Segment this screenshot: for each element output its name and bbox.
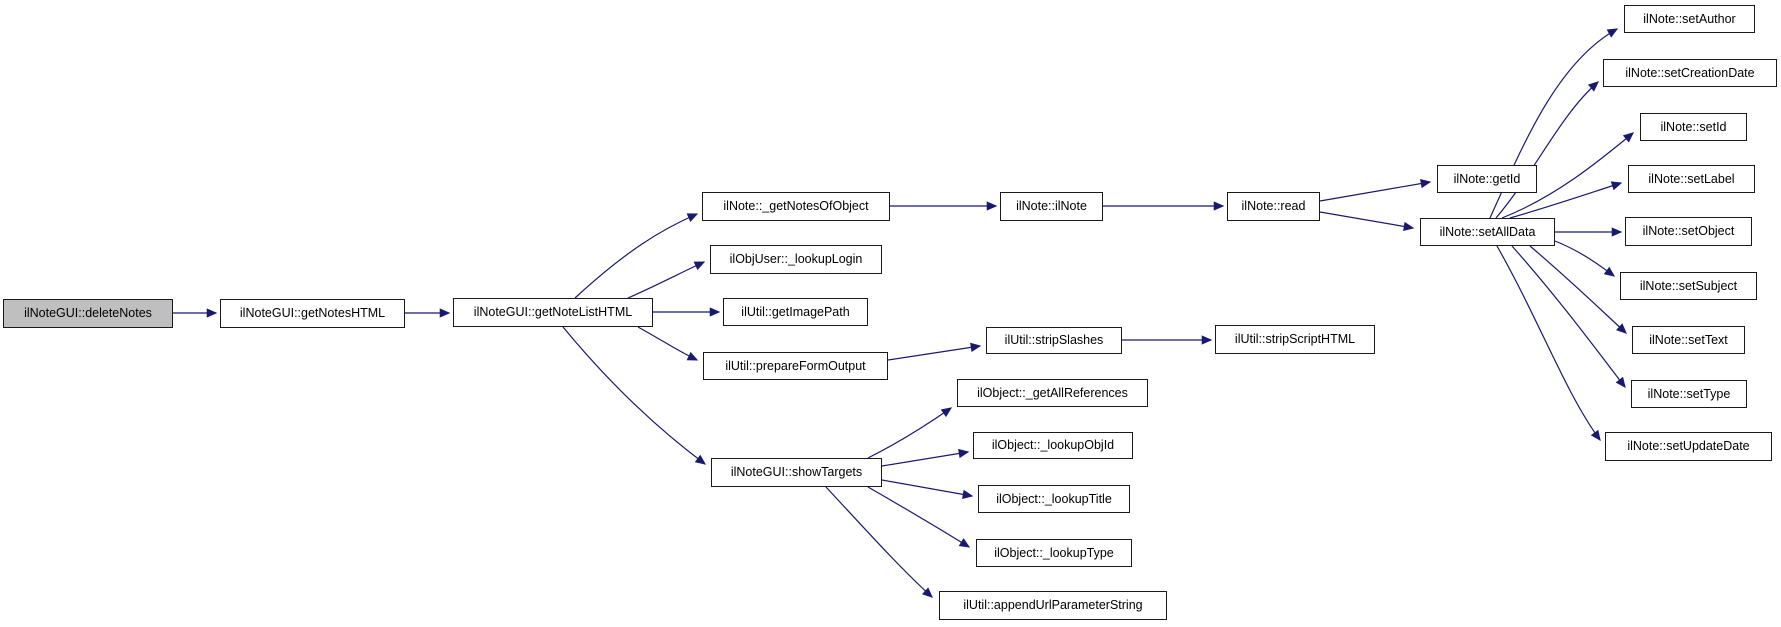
edge-setalldata-to-setid bbox=[1501, 132, 1634, 219]
node-ilnote-ilnote[interactable]: ilNote::ilNote bbox=[1000, 192, 1103, 221]
node-ilnotegui-getnotelisthtml[interactable]: ilNoteGUI::getNoteListHTML bbox=[453, 298, 653, 327]
node-ilutil-stripscripthtml[interactable]: ilUtil::stripScriptHTML bbox=[1215, 325, 1375, 354]
node-ilobject-lookuptype[interactable]: ilObject::_lookupType bbox=[976, 539, 1132, 567]
node-ilobjuser-lookuplogin[interactable]: ilObjUser::_lookupLogin bbox=[710, 245, 882, 274]
node-ilnote-setauthor[interactable]: ilNote::setAuthor bbox=[1624, 5, 1755, 33]
node-ilnotegui-getnoteshtml[interactable]: ilNoteGUI::getNotesHTML bbox=[220, 299, 405, 328]
edge-setalldata-to-settype bbox=[1511, 245, 1626, 389]
node-ilutil-appendurlparameterstring[interactable]: ilUtil::appendUrlParameterString bbox=[939, 591, 1167, 620]
node-ilobject-lookupobjid[interactable]: ilObject::_lookupObjId bbox=[973, 432, 1133, 459]
edge-showtargets-to-lookuptitle bbox=[881, 479, 974, 499]
node-ilutil-stripslashes[interactable]: ilUtil::stripSlashes bbox=[986, 327, 1122, 354]
edge-getnotelisthtml-to-showtargets bbox=[562, 326, 707, 465]
node-ilnote-setlabel[interactable]: ilNote::setLabel bbox=[1628, 165, 1755, 193]
edge-getnotelisthtml-to-getnotesofobject bbox=[574, 213, 699, 299]
node-ilnote-getid[interactable]: ilNote::getId bbox=[1437, 165, 1537, 193]
node-ilnote-setid[interactable]: ilNote::setId bbox=[1640, 113, 1747, 141]
node-ilnote-setsubject[interactable]: ilNote::setSubject bbox=[1620, 272, 1757, 300]
node-ilnote-settype[interactable]: ilNote::setType bbox=[1631, 380, 1747, 408]
node-ilobject-getallreferences[interactable]: ilObject::_getAllReferences bbox=[957, 379, 1148, 407]
node-ilnote-setalldata[interactable]: ilNote::setAllData bbox=[1420, 218, 1555, 246]
node-ilnote-read[interactable]: ilNote::read bbox=[1227, 192, 1320, 221]
edge-setalldata-to-setupdatedate bbox=[1496, 245, 1601, 442]
node-ilnote-setobject[interactable]: ilNote::setObject bbox=[1625, 217, 1752, 246]
node-ilnote-setcreationdate[interactable]: ilNote::setCreationDate bbox=[1603, 59, 1777, 87]
edge-getnotelisthtml-to-lookuplogin bbox=[627, 261, 706, 299]
node-ilnote-setupdatedate[interactable]: ilNote::setUpdateDate bbox=[1605, 432, 1772, 461]
edge-showtargets-to-appendurlparameterstring bbox=[825, 486, 933, 598]
edge-setalldata-to-settext bbox=[1529, 245, 1627, 334]
node-ilnotegui-deletenotes: ilNoteGUI::deleteNotes bbox=[3, 299, 173, 328]
node-ilutil-getimagepath[interactable]: ilUtil::getImagePath bbox=[723, 298, 868, 326]
node-ilnote-settext[interactable]: ilNote::setText bbox=[1632, 326, 1745, 354]
node-ilutil-prepareformoutput[interactable]: ilUtil::prepareFormOutput bbox=[703, 352, 888, 380]
edge-prepareformoutput-to-stripslashes bbox=[887, 342, 982, 361]
edge-setalldata-to-setlabel bbox=[1509, 181, 1623, 219]
node-ilobject-lookuptitle[interactable]: ilObject::_lookupTitle bbox=[978, 485, 1130, 513]
edge-setalldata-to-setcreationdate bbox=[1495, 81, 1599, 219]
edge-showtargets-to-lookupobjid bbox=[881, 448, 970, 467]
edge-setalldata-to-setsubject bbox=[1554, 240, 1616, 277]
node-ilnotegui-showtargets[interactable]: ilNoteGUI::showTargets bbox=[711, 458, 882, 487]
edge-read-to-setalldata bbox=[1319, 211, 1415, 232]
edge-showtargets-to-lookuptype bbox=[867, 486, 971, 548]
edge-showtargets-to-getallreferences bbox=[867, 407, 953, 459]
edge-read-to-getid bbox=[1319, 179, 1432, 202]
node-ilnote-getnotesofobject[interactable]: ilNote::_getNotesOfObject bbox=[702, 192, 890, 221]
edge-getnotelisthtml-to-prepareformoutput bbox=[637, 326, 699, 361]
